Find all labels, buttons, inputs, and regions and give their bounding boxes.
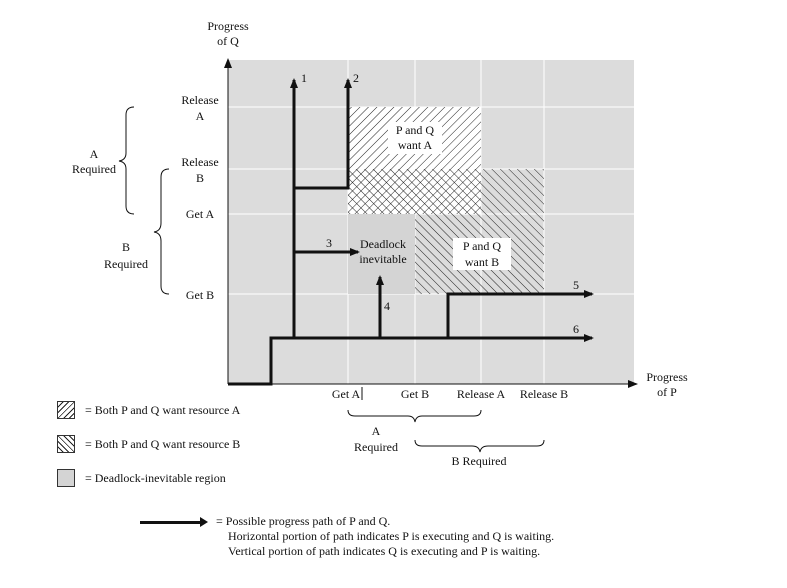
- y-tick-get-b: Get B: [186, 288, 214, 302]
- region-want-b-label-1: P and Q: [463, 239, 502, 253]
- y-axis-title-2: of Q: [217, 34, 239, 48]
- path-6: [228, 334, 594, 386]
- path-2: [294, 78, 352, 190]
- path-note-line-3: Vertical portion of path indicates Q is …: [228, 544, 541, 558]
- y-tick-get-a: Get A: [186, 207, 215, 221]
- x-tick-get-b: Get B: [401, 387, 429, 401]
- path-label-4: 4: [384, 299, 390, 313]
- legend-want-b: = Both P and Q want resource B: [57, 434, 240, 454]
- bracket-b-required-p: [414, 439, 545, 453]
- legend-want-b-text: = Both P and Q want resource B: [85, 436, 241, 451]
- path-label-1: 1: [301, 71, 307, 85]
- x-axis-title-2: of P: [657, 385, 677, 399]
- legend-deadlock: = Deadlock-inevitable region: [57, 468, 226, 488]
- y-tick-release-b-1: Release: [181, 155, 218, 169]
- bracket-b-required-p-label: B Required: [452, 454, 507, 468]
- bracket-b-required-q-label-2: Required: [104, 257, 148, 271]
- bracket-a-required-q: [118, 106, 135, 215]
- region-want-a-label-2: want A: [398, 138, 433, 152]
- region-want-b-label-2: want B: [465, 255, 499, 269]
- region-want-a-label-1: P and Q: [396, 123, 435, 137]
- legend-want-a: = Both P and Q want resource A: [57, 400, 240, 420]
- y-axis-title-1: Progress: [207, 19, 249, 33]
- bracket-a-required-p: [347, 409, 482, 423]
- path-label-6: 6: [573, 322, 579, 336]
- hatch-b-swatch: [57, 435, 75, 453]
- x-tick-release-a: Release A: [457, 387, 506, 401]
- region-deadlock-label-2: inevitable: [359, 252, 406, 266]
- y-tick-release-a-2: A: [196, 109, 205, 123]
- x-tick-get-a: Get A: [332, 387, 361, 401]
- x-axis-title-1: Progress: [646, 370, 688, 384]
- path-label-5: 5: [573, 278, 579, 292]
- path-note-line-2: Horizontal portion of path indicates P i…: [228, 529, 555, 543]
- bracket-b-required-q: [153, 168, 170, 295]
- legend-want-a-text: = Both P and Q want resource A: [85, 402, 241, 417]
- bracket-a-required-q-label-1: A: [90, 147, 99, 161]
- y-tick-release-b-2: B: [196, 171, 204, 185]
- deadlock-swatch: [57, 469, 75, 487]
- path-note: = Possible progress path of P and Q. Hor…: [140, 514, 554, 559]
- bracket-a-required-q-label-2: Required: [72, 162, 116, 176]
- hatch-a-swatch: [57, 401, 75, 419]
- y-tick-release-a-1: Release: [181, 93, 218, 107]
- region-deadlock-label-1: Deadlock: [360, 237, 406, 251]
- legend-deadlock-text: = Deadlock-inevitable region: [85, 470, 226, 485]
- bracket-a-required-p-label-1: A: [372, 424, 381, 438]
- path-label-2: 2: [353, 71, 359, 85]
- x-tick-release-b: Release B: [520, 387, 568, 401]
- bracket-a-required-p-label-2: Required: [354, 440, 398, 454]
- path-5: [446, 290, 594, 338]
- path-note-line-1: = Possible progress path of P and Q.: [216, 514, 391, 528]
- path-arrow-icon: [140, 516, 208, 527]
- bracket-b-required-q-label-1: B: [122, 240, 130, 254]
- path-label-3: 3: [326, 236, 332, 250]
